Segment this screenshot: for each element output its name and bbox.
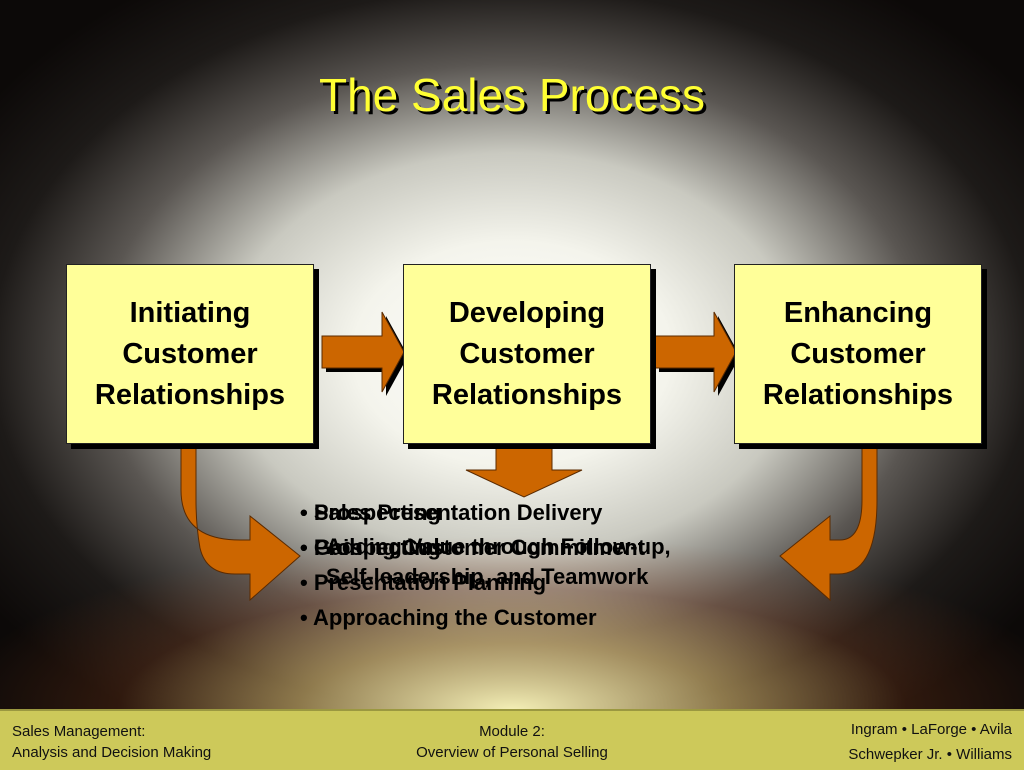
activity-item: • Prospecting bbox=[300, 535, 441, 560]
footer-module-line1: Module 2: bbox=[479, 723, 545, 740]
activity-item: • Prospecting bbox=[300, 500, 441, 525]
footer-authors-line1: Ingram • LaForge • Avila bbox=[850, 721, 1012, 738]
footer-course-line1: Sales Management: bbox=[12, 723, 146, 740]
arrow-right-1 bbox=[321, 311, 408, 396]
curved-arrow-left bbox=[180, 447, 301, 602]
footer-course: Sales Management: Analysis and Decision … bbox=[12, 721, 211, 763]
slide-title: The Sales Process bbox=[318, 69, 706, 121]
activity-item: • Gaining Customer Commitment bbox=[300, 535, 646, 560]
curved-arrow-right bbox=[779, 447, 878, 602]
stage-box-initiating: Initiating Customer Relationships bbox=[66, 264, 314, 444]
activity-item: Adding Value through Follow-up, bbox=[326, 534, 671, 559]
activity-item: Self-leadership, and Teamwork bbox=[326, 564, 649, 589]
stage-box-enhancing: Enhancing Customer Relationships bbox=[734, 264, 982, 444]
stage-label-enhancing: Enhancing Customer Relationships bbox=[762, 296, 954, 411]
stage-box-developing: Developing Customer Relationships bbox=[403, 264, 651, 444]
activity-item: • Sales Presentation Delivery bbox=[300, 500, 603, 525]
stage-label-developing: Developing Customer Relationships bbox=[431, 296, 623, 411]
enhancing-activities: Adding Value through Follow-up, Self-lea… bbox=[326, 532, 671, 592]
footer-course-line2: Analysis and Decision Making bbox=[12, 744, 212, 761]
arrow-down bbox=[465, 443, 583, 498]
stage-label-initiating: Initiating Customer Relationships bbox=[94, 296, 286, 411]
footer-module: Module 2: Overview of Personal Selling bbox=[402, 721, 622, 763]
activity-item: • Presentation Planning bbox=[300, 570, 547, 595]
footer-module-line2: Overview of Personal Selling bbox=[416, 744, 608, 761]
developing-activities: • Sales Presentation Delivery • Gaining … bbox=[300, 495, 645, 565]
initiating-activities: • Prospecting • Prospecting • Presentati… bbox=[300, 495, 597, 635]
footer-authors-line2: Schwepker Jr. • Williams bbox=[848, 746, 1012, 763]
arrow-right-2 bbox=[654, 311, 740, 396]
footer-authors: Ingram • LaForge • Avila Schwepker Jr. •… bbox=[848, 717, 1012, 767]
activity-item: • Approaching the Customer bbox=[300, 605, 597, 630]
footer-bar: Sales Management: Analysis and Decision … bbox=[0, 709, 1024, 770]
